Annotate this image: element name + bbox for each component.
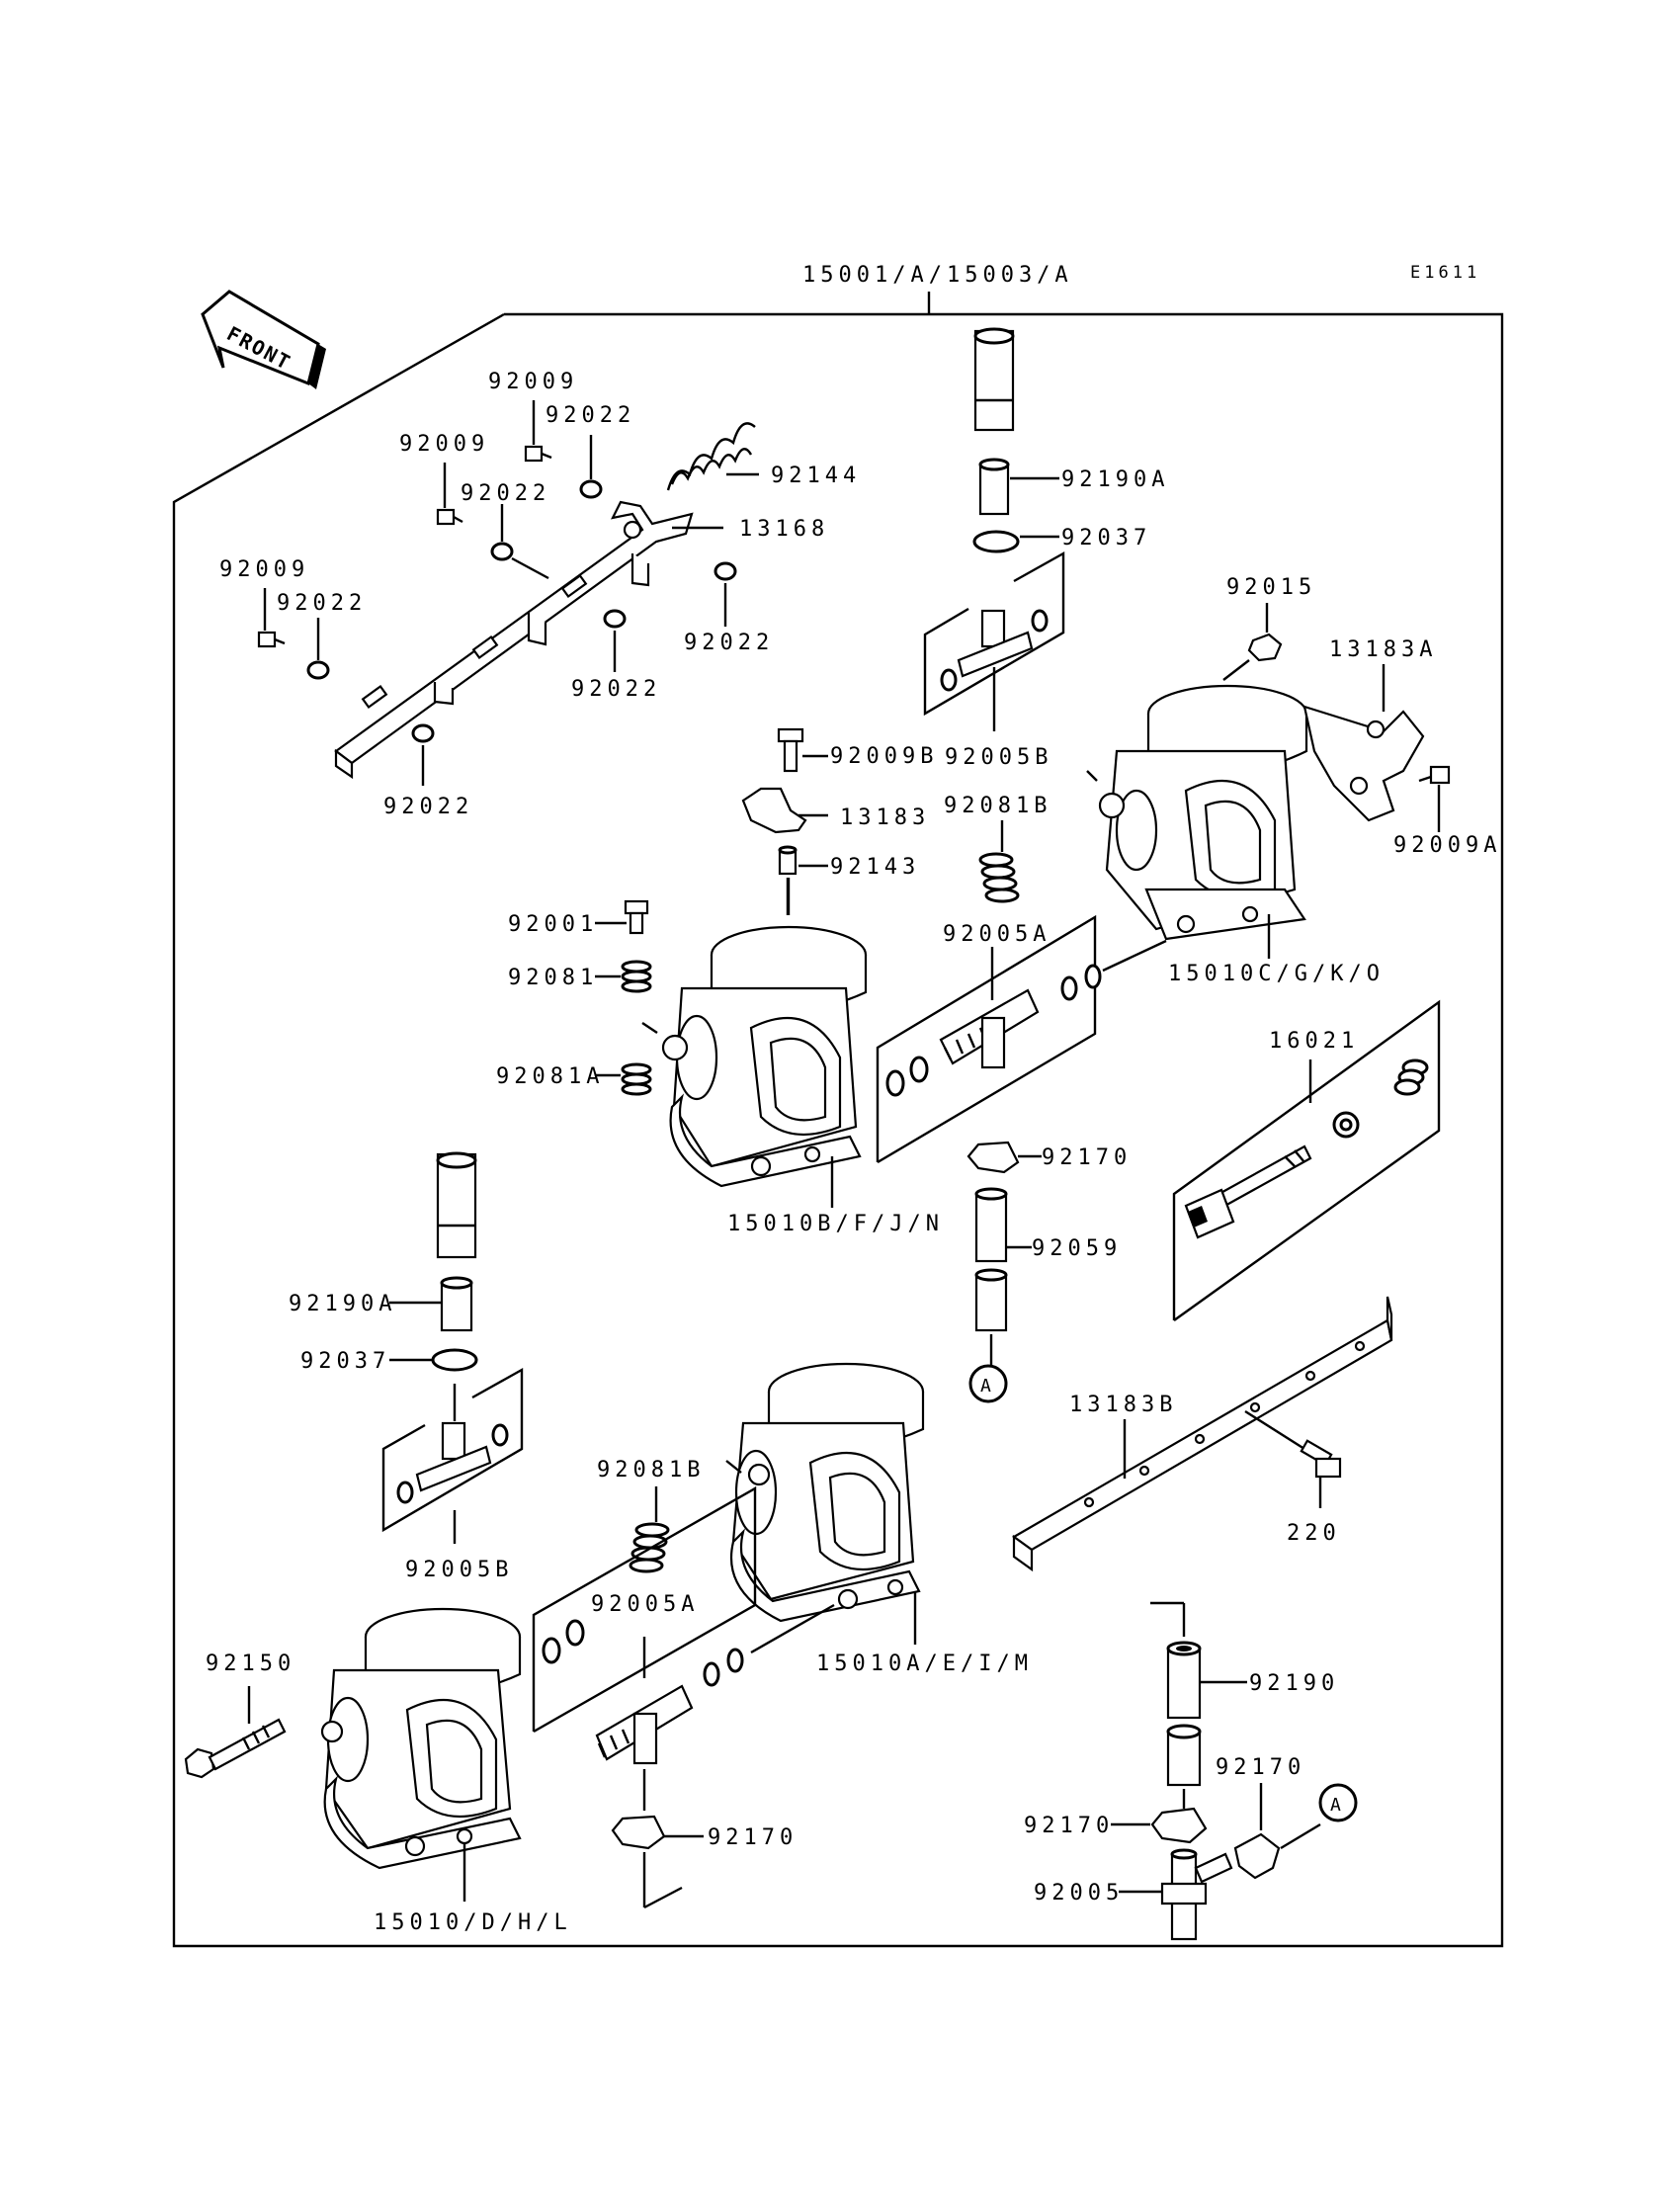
callout-92190: 92190: [1249, 1671, 1339, 1696]
svg-text:A: A: [1330, 1795, 1341, 1816]
callout-15010C: 15010C/G/K/O: [1168, 962, 1385, 986]
spring-92081B-top: [978, 820, 1020, 903]
assembly-label: 15001/A/15003/A: [802, 263, 1073, 288]
washer-92022-mid: [490, 504, 549, 580]
washer-92022-bottom: [411, 723, 435, 786]
callout-92170-right: 92170: [1216, 1755, 1305, 1780]
callout-13183B: 13183B: [1069, 1393, 1177, 1417]
spring-92081: [595, 960, 652, 993]
callout-15010B: 15010B/F/J/N: [727, 1212, 944, 1236]
callout-92022-mid: 92022: [461, 481, 550, 506]
carburetor-15010B: [641, 878, 868, 1208]
callout-15010: 15010/D/H/L: [374, 1910, 572, 1935]
joint-92005A-bottom: [532, 1485, 835, 1811]
bracket-13183A: [1302, 664, 1425, 822]
screw-92001: [595, 899, 649, 935]
screw-92009B: [777, 727, 828, 773]
callout-92170-mid: 92170: [1042, 1145, 1132, 1170]
spring-92144: [666, 422, 759, 491]
callout-92022-bottom: 92022: [383, 795, 473, 819]
screw-92009-left: [257, 588, 286, 648]
svg-text:A: A: [980, 1376, 991, 1397]
callout-220: 220: [1287, 1521, 1341, 1546]
fuel-pipe-92190A-left: [389, 1151, 477, 1332]
callout-92059: 92059: [1032, 1236, 1122, 1261]
callout-15010A: 15010A/E/I/M: [816, 1652, 1033, 1676]
callout-92005B-top: 92005B: [945, 745, 1052, 770]
washer-92022-left: [306, 618, 330, 680]
callout-92022-top: 92022: [546, 403, 635, 428]
callout-92022-right: 92022: [684, 631, 774, 655]
callout-92170-bottom: 92170: [708, 1825, 798, 1850]
callout-16021: 16021: [1269, 1029, 1359, 1054]
kit-16021: [1172, 999, 1441, 1321]
callout-13168: 13168: [739, 517, 829, 542]
callout-92037-top: 92037: [1061, 526, 1151, 550]
tube-92059: [974, 1187, 1032, 1368]
clamp-92170-bottom: [611, 1815, 704, 1909]
clamp-92170-left: [1111, 1807, 1208, 1844]
callout-92009A: 92009A: [1393, 833, 1501, 858]
oring-92037-left: [389, 1348, 478, 1372]
callout-13183A: 13183A: [1329, 637, 1437, 662]
pin-92143: [778, 845, 828, 915]
callout-92005A-top: 92005A: [943, 922, 1050, 947]
callout-92015: 92015: [1226, 575, 1316, 600]
callout-92022-left: 92022: [277, 591, 367, 616]
carburetor-15010: [320, 1607, 522, 1902]
callout-92005: 92005: [1034, 1881, 1124, 1906]
front-arrow-icon: FRONT: [201, 290, 326, 389]
callout-92009-mid: 92009: [399, 432, 489, 457]
oring-92037-top: [972, 530, 1059, 553]
callout-13183: 13183: [840, 805, 930, 830]
fitting-92005: [1119, 1848, 1233, 1941]
callout-92009-top: 92009: [488, 370, 578, 394]
carburetor-15010A: [725, 1362, 925, 1645]
callout-92081A: 92081A: [496, 1064, 604, 1089]
callout-92081B-top: 92081B: [944, 794, 1051, 818]
fuel-pipe-92190A-top: [973, 327, 1059, 516]
fitting-92005B-top: [923, 550, 1065, 731]
screw-92150: [184, 1686, 287, 1779]
carburetor-15010C: [1086, 684, 1308, 959]
callout-92009-left: 92009: [219, 557, 309, 582]
marker-a-mid: A: [968, 1364, 1008, 1403]
clamp-92170-mid: [966, 1141, 1042, 1174]
callout-92001: 92001: [508, 912, 598, 937]
callout-92170-left: 92170: [1024, 1814, 1114, 1838]
bracket-13183: [741, 787, 828, 834]
rail-13183B: [1011, 1296, 1393, 1572]
washer-92022-top: [579, 435, 603, 499]
hose-92190: [1150, 1601, 1247, 1809]
callout-92005A-bottom: 92005A: [591, 1592, 699, 1617]
screw-92009A: [1418, 765, 1451, 832]
clamp-92170-right: [1233, 1783, 1321, 1880]
callout-92081: 92081: [508, 966, 598, 990]
callout-92144: 92144: [771, 464, 861, 488]
fitting-92005B-left: [381, 1367, 524, 1544]
callout-92037-left: 92037: [300, 1349, 390, 1374]
callout-92022-lower: 92022: [571, 677, 661, 702]
diagram-code: E1611: [1410, 263, 1480, 283]
throttle-bracket: [334, 500, 694, 780]
callout-92190A-top: 92190A: [1061, 467, 1169, 492]
callout-92009B: 92009B: [830, 744, 938, 769]
assembly-frame: [172, 312, 1504, 1948]
callout-92143: 92143: [830, 855, 920, 880]
spring-92081B-bottom: [629, 1486, 670, 1573]
callout-92081B-bottom: 92081B: [597, 1458, 705, 1482]
marker-a-bottom: A: [1318, 1783, 1358, 1822]
joint-92005A-top: [876, 914, 1167, 1164]
screw-92009-mid: [436, 463, 463, 526]
bolt-220: [1300, 1439, 1342, 1508]
screw-92009-top: [524, 400, 552, 463]
callout-92190A-left: 92190A: [289, 1292, 396, 1316]
callout-92150: 92150: [206, 1652, 295, 1676]
callout-92005B-left: 92005B: [405, 1558, 513, 1582]
spring-92081A: [595, 1062, 652, 1096]
nut-92015: [1222, 603, 1283, 681]
washer-92022-lower: [603, 609, 627, 672]
washer-92022-right: [714, 561, 737, 627]
